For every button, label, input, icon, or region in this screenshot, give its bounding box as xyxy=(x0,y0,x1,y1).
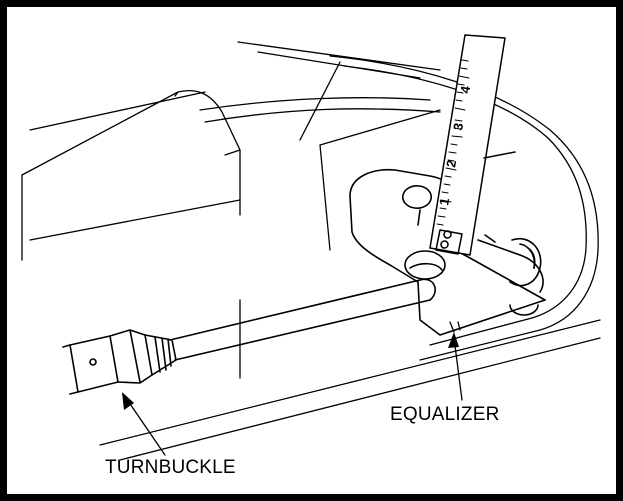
turnbuckle-label: TURNBUCKLE xyxy=(105,457,236,478)
turnbuckle-arrowhead xyxy=(122,392,134,410)
ruler-tick-2: 2 xyxy=(443,159,459,169)
turnbuckle-body xyxy=(62,329,177,395)
ruler-tick-3: 3 xyxy=(450,122,466,132)
equalizer-arrowhead xyxy=(448,332,459,348)
ruler-numerals: 1 2 3 4 xyxy=(436,84,473,206)
seat-block xyxy=(21,89,241,261)
measuring-tape xyxy=(429,34,516,256)
equalizer-label: EQUALIZER xyxy=(390,404,500,425)
turnbuckle-rod xyxy=(169,250,446,361)
equalizer-slot xyxy=(449,321,461,333)
ruler-tick-4: 4 xyxy=(457,84,473,94)
ruler-tick-1: 1 xyxy=(436,197,452,207)
cart-body-outline xyxy=(29,41,601,461)
callout-leaders xyxy=(125,337,463,456)
